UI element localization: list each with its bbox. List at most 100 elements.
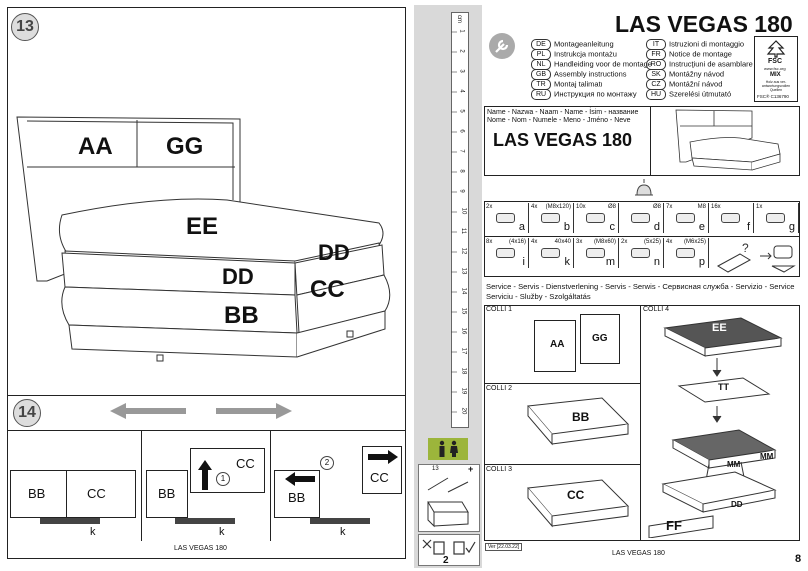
sub1-label-k: k: [90, 526, 96, 538]
document-title: LAS VEGAS 180: [615, 11, 793, 37]
ruler-tick-label: 20: [460, 407, 467, 415]
part-qty: 16x: [711, 204, 721, 210]
ruler-tick-label: 15: [460, 307, 467, 315]
part-cell: 3x(M8x60)m: [574, 238, 619, 268]
sub3-bracket: [310, 518, 370, 524]
service-line-2: Serviciu - Služby - Szolgáltatás: [486, 292, 591, 301]
part-qty: 1x: [756, 204, 763, 210]
step-13-badge: 13: [11, 13, 39, 41]
ruler-tick-label: 18: [460, 367, 467, 375]
colli1-label-aa: AA: [550, 339, 565, 350]
part-icon: [586, 213, 605, 223]
part-size: (M6x25): [683, 239, 706, 245]
svg-text:?: ?: [742, 241, 749, 255]
colli4-drawing: [648, 317, 783, 538]
part-letter: i: [522, 256, 525, 268]
part-letter: e: [698, 221, 705, 233]
ruler-tick-label: 1: [458, 29, 465, 33]
ruler-tick-label: 9: [458, 189, 465, 193]
part-icon: [631, 213, 650, 223]
version-label: Ver [22.03.22]: [485, 543, 523, 551]
fsc-mix-text: Holz aus ver-antwortungsvollen Quellen: [761, 80, 791, 92]
sub1-box-cc: [66, 470, 136, 518]
bed-label-dd-front: DD: [222, 264, 254, 289]
step14-panel-row: [7, 430, 406, 541]
ruler-tick-label: 2: [458, 49, 465, 53]
assembly-people-icon: [422, 539, 476, 555]
part-size: 40x40: [554, 239, 571, 245]
part-icon: [676, 213, 695, 223]
colli4-label-ff: FF: [666, 518, 682, 533]
people-count: 2: [443, 555, 449, 566]
language-code: RU: [531, 89, 551, 100]
colli4-label-mm2: MM: [760, 452, 774, 461]
ruler-tick-label: 17: [460, 347, 467, 355]
colli4-label-dd: DD: [731, 500, 743, 509]
language-text: Montážní návod: [669, 79, 723, 89]
language-text: Szerelési útmutató: [669, 89, 732, 99]
colli3-label-cc: CC: [567, 488, 585, 502]
panel-divider-1: [141, 430, 142, 541]
name-box-divider: [650, 106, 651, 176]
part-qty: 3x: [576, 239, 583, 245]
ruler-tick-label: 19: [460, 387, 467, 395]
fsc-site: www.fsc.org: [764, 66, 786, 71]
part-qty: 7x: [666, 204, 673, 210]
part-qty: 10x: [576, 204, 586, 210]
language-code: HU: [646, 89, 666, 100]
bell-icon: [635, 179, 653, 196]
part-qty: 2x: [486, 204, 493, 210]
sub3-label-bb: BB: [288, 490, 306, 505]
service-help-icon: ?: [716, 241, 796, 273]
language-text: Montageanleitung: [554, 39, 614, 49]
part-cell: 4x(M8x120)b: [529, 203, 574, 233]
left-page-frame: [7, 7, 406, 559]
colli2-title: COLLI 2: [486, 385, 513, 392]
part-qty: 4x: [531, 204, 538, 210]
part-cell: 2x a: [484, 203, 529, 233]
ruler-tick-label: 5: [458, 109, 465, 113]
part-letter: m: [605, 256, 615, 268]
step-14-badge: 14: [13, 399, 41, 427]
language-text: Инструкция по монтажу: [554, 89, 637, 99]
bed-label-gg: GG: [166, 133, 204, 160]
bed-illustration: [16, 116, 391, 362]
colli-grid: [484, 305, 800, 541]
sub1-bracket: [40, 518, 100, 524]
fsc-brand: FSC: [768, 58, 782, 65]
ruler-tick-label: 10: [460, 207, 467, 215]
wrench-logo-icon: [489, 33, 515, 59]
part-cell: 8x(4x16)i: [484, 238, 529, 268]
fsc-label: [754, 36, 798, 102]
part-letter: a: [518, 221, 525, 233]
name-box: [484, 106, 800, 176]
ruler: [451, 12, 469, 428]
language-text: Montaj talimatı: [554, 79, 603, 89]
ruler-tick-label: 7: [458, 149, 465, 153]
part-size: (4x16): [508, 239, 526, 245]
colli2-label-bb: BB: [572, 410, 590, 424]
colli1-panel-gg: [580, 314, 620, 364]
ruler-unit: cm: [456, 15, 462, 23]
two-person-icon: [439, 440, 458, 457]
part-qty: 4x: [531, 239, 538, 245]
part-letter: b: [563, 221, 570, 233]
up-arrow-icon: [198, 460, 212, 490]
sub2-box-cc: [190, 448, 265, 493]
colli4-title: COLLI 4: [643, 306, 670, 313]
ruler-tick-label: 16: [460, 327, 467, 335]
sub2-box-bb: [146, 470, 188, 518]
part-icon: [631, 248, 650, 258]
ruler-tick-label: 12: [460, 247, 467, 255]
part-letter: g: [788, 221, 795, 233]
ruler-ticks: [451, 31, 457, 413]
left-arrow-icon: [285, 472, 315, 486]
tools-plus: +: [468, 464, 474, 474]
service-line-1: Service - Servis - Dienstverlening - Ser…: [486, 282, 795, 291]
sub2-step-number: 1: [216, 472, 230, 486]
part-size: Ø8: [652, 204, 661, 210]
part-icon: [766, 213, 785, 223]
colli-vertical-divider: [640, 305, 641, 541]
